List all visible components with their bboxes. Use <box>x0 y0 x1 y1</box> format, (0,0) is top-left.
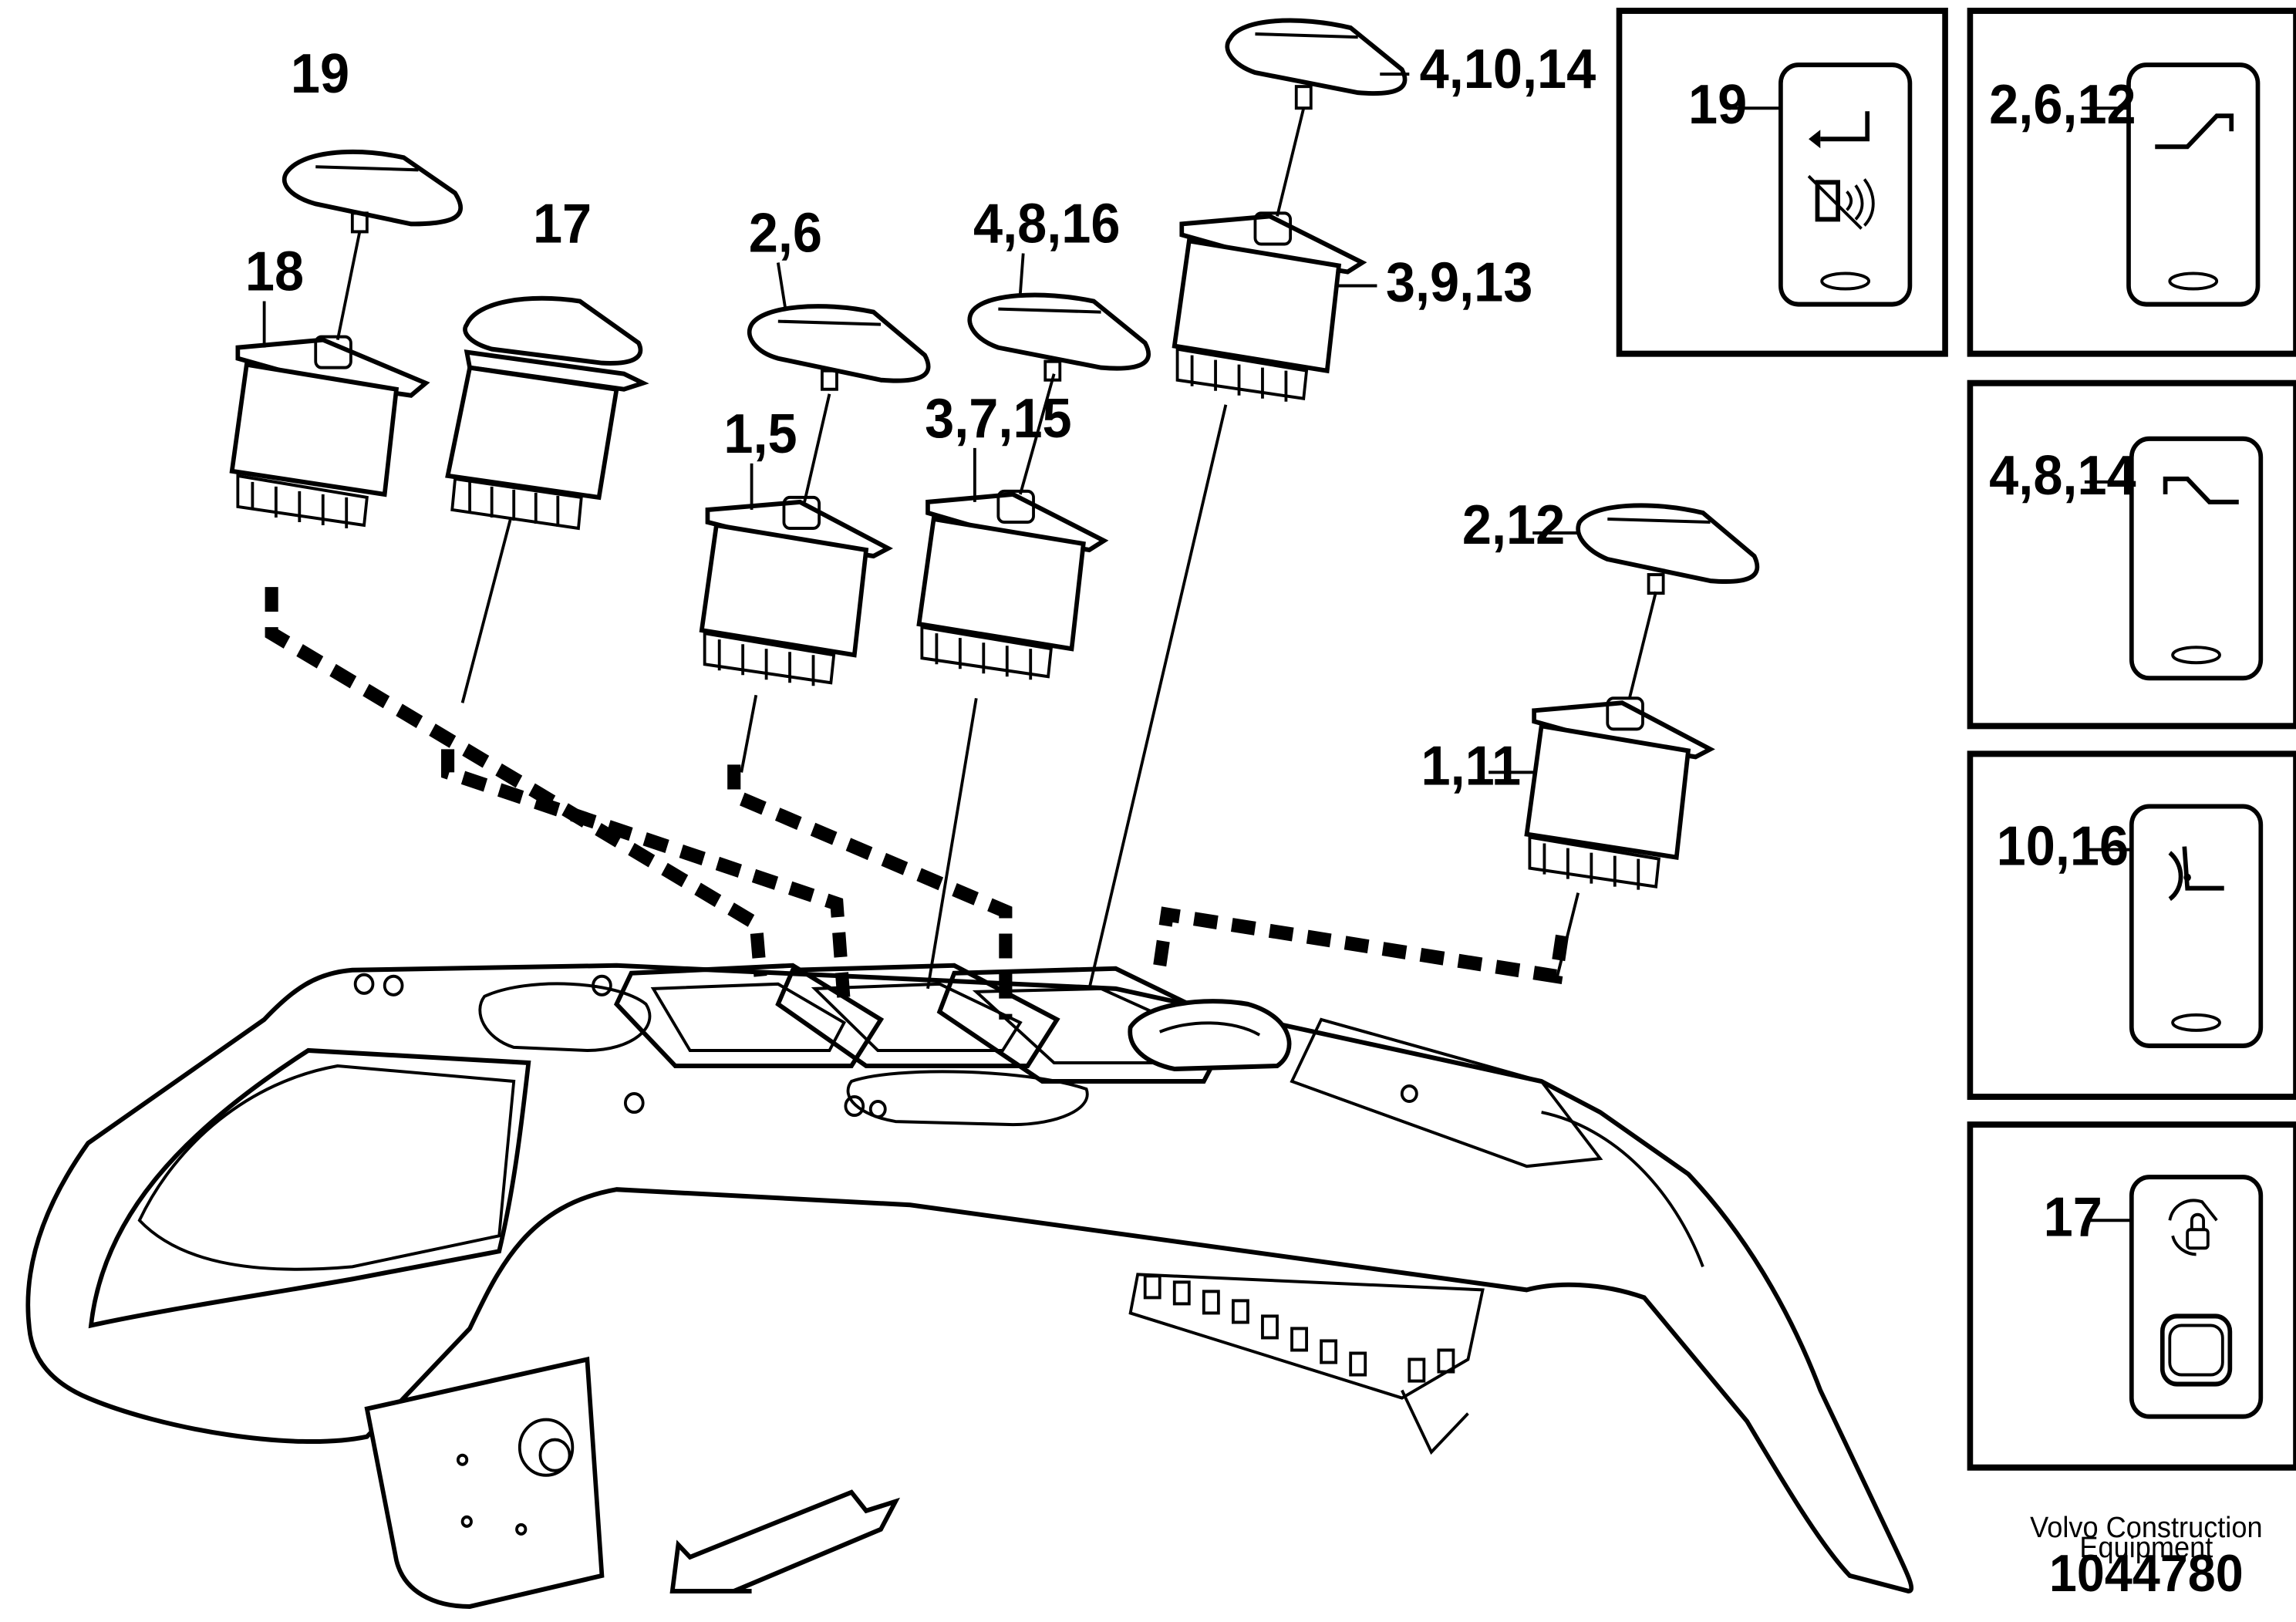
callout-4-10-14: 4,10,14 <box>1420 38 1596 100</box>
callout-1-5: 1,5 <box>723 402 797 464</box>
footer-company-line1: Volvo Construction <box>2030 1510 2262 1543</box>
switch-assembly-17 <box>445 295 649 531</box>
underside-connectors <box>1143 1274 1455 1383</box>
switch-body-1-5 <box>699 495 893 686</box>
symbol-panel-19: 19 <box>1616 8 1948 357</box>
callout-2-12: 2,12 <box>1462 493 1565 555</box>
callout-19: 19 <box>291 42 349 105</box>
bucket-tilt-icon <box>2168 846 2224 902</box>
footer: Volvo Construction Equipment 1044780 <box>2030 1510 2262 1603</box>
symbol-panel-label: 10,16 <box>1997 814 2129 877</box>
symbol-panel-label: 19 <box>1688 73 1747 136</box>
footer-company-line2: Equipment <box>2079 1530 2213 1563</box>
drawing-number: 1044780 <box>2049 1544 2244 1603</box>
ramp-up-icon <box>2155 113 2234 150</box>
symbol-panel-4-8-14: 4,8,14 <box>1967 379 2296 730</box>
callout-3-7-15: 3,7,15 <box>925 386 1072 449</box>
symbol-panel-label: 17 <box>2044 1185 2102 1248</box>
callout-labels: 19 17 18 2,6 4,8,16 4,10,14 3,9,13 1,5 3… <box>245 38 1596 797</box>
callout-17: 17 <box>533 192 592 255</box>
switch-body-3-7-15 <box>916 489 1109 680</box>
ramp-down-icon <box>2163 476 2239 504</box>
switch-cap-2-12 <box>1576 503 1760 595</box>
switch-body-1-11 <box>1524 696 1715 890</box>
forward-direction-arrow-icon <box>669 1489 901 1593</box>
leader-lines <box>335 107 1657 990</box>
callout-2-6: 2,6 <box>749 201 822 264</box>
wiring-harness <box>265 587 1570 1020</box>
switch-cap-19 <box>282 150 463 234</box>
switch-body-18 <box>229 335 430 528</box>
callout-1-11: 1,11 <box>1421 734 1522 797</box>
callout-4-8-16: 4,8,16 <box>973 192 1121 255</box>
switch-cap-4-10-14 <box>1225 18 1408 110</box>
callout-3-9-13: 3,9,13 <box>1386 251 1533 313</box>
switch-cap-4-8-16 <box>967 292 1151 382</box>
callout-18: 18 <box>245 240 304 302</box>
symbol-panel-10-16: 10,16 <box>1967 750 2296 1101</box>
symbol-panel-17: 17 <box>1967 1121 2296 1471</box>
lock-control-icon <box>2168 1199 2218 1256</box>
console-panel <box>25 963 1913 1609</box>
switch-cap-2-6 <box>747 304 931 391</box>
switch-body-3-9-13 <box>1172 211 1367 402</box>
horn-mute-return-icon <box>1807 111 1875 230</box>
symbol-panel-2-6-12: 2,6,12 <box>1967 8 2296 357</box>
symbol-panel-label: 4,8,14 <box>1989 443 2136 506</box>
symbol-panel-label: 2,6,12 <box>1989 73 2136 136</box>
